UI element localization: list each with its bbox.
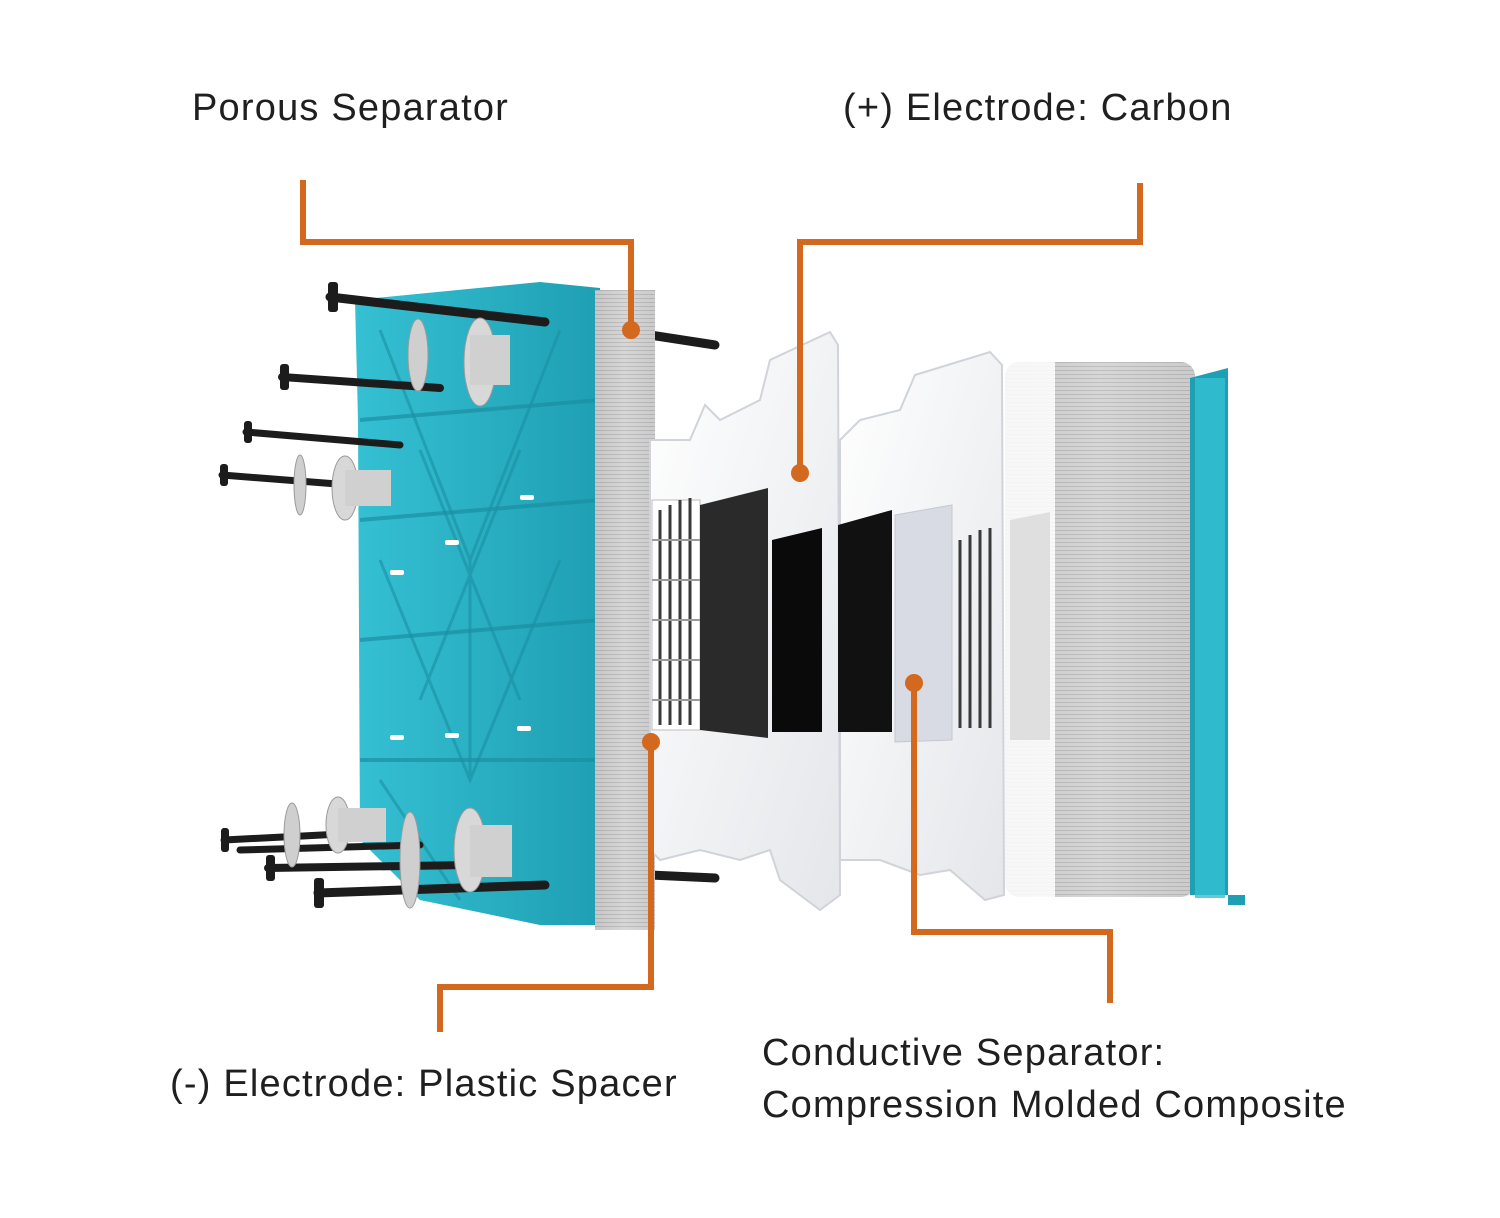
label-conductive-separator-line2: Compression Molded Composite (762, 1084, 1347, 1126)
label-porous-separator: Porous Separator (192, 87, 510, 129)
callout-dots (622, 321, 923, 751)
callout-conductive-separator (911, 683, 1113, 1003)
callout-porous-separator (300, 180, 634, 330)
label-positive-electrode: (+) Electrode: Carbon (843, 87, 1233, 129)
label-negative-electrode: (-) Electrode: Plastic Spacer (170, 1063, 678, 1105)
callout-positive-electrode (797, 183, 1143, 473)
electrode-frame-1 (649, 330, 842, 912)
end-plate-slots (390, 495, 534, 740)
callout-lines (300, 180, 1143, 1032)
label-conductive-separator: Conductive Separator: Compression Molded… (762, 1027, 1347, 1131)
tie-rods (218, 292, 720, 898)
electrode-frame-2 (838, 350, 1006, 902)
right-cell-stack (1005, 362, 1195, 897)
right-end-plate (1190, 368, 1245, 905)
left-cell-stack (595, 290, 655, 930)
left-end-plate (355, 282, 601, 925)
callout-negative-electrode (437, 742, 654, 1032)
label-conductive-separator-line1: Conductive Separator: (762, 1032, 1166, 1074)
port-fittings (220, 282, 512, 909)
